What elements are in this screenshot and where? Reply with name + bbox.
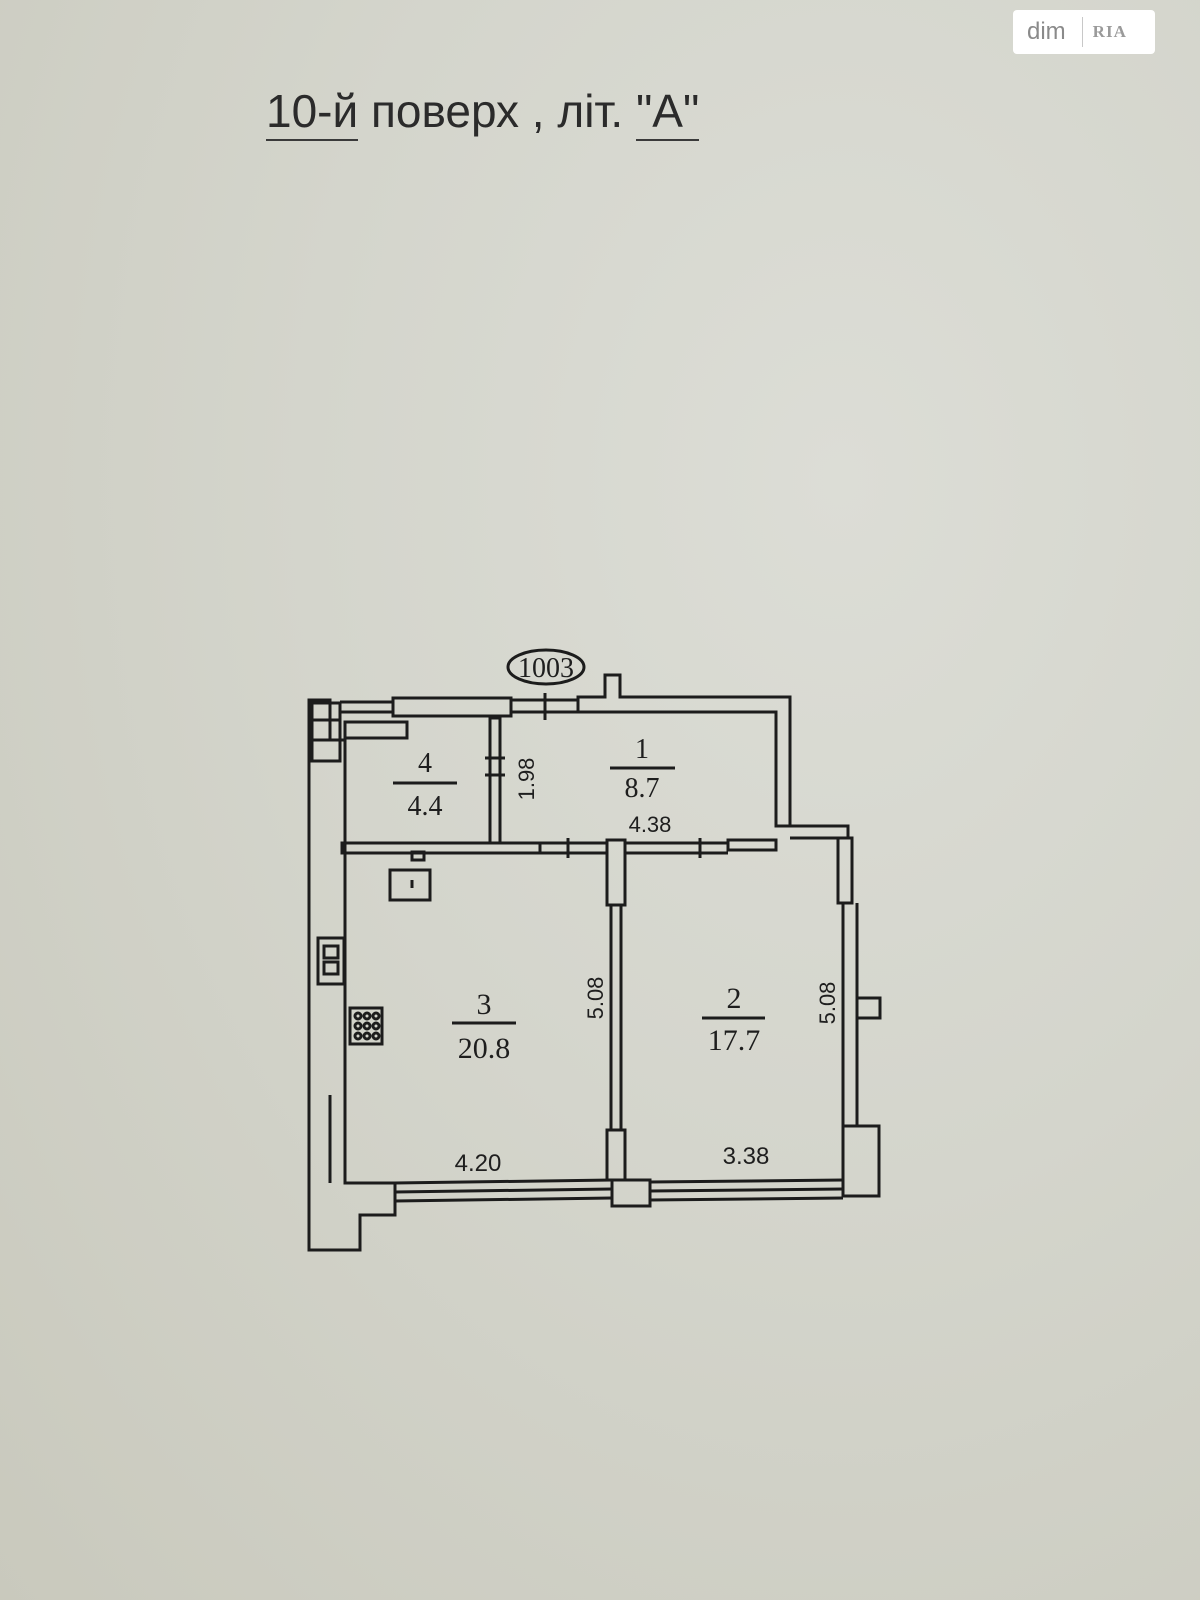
- window-room2: [649, 1178, 844, 1184]
- outer-wall-top-right: [576, 673, 792, 828]
- watermark-dim-text: dim: [1027, 18, 1066, 45]
- dimension-room2-width: 3.38: [723, 1143, 770, 1170]
- dimension-room3-length: 5.08: [583, 977, 608, 1020]
- room-2-area: 17.7: [708, 1024, 761, 1057]
- room-4-number: 4: [418, 748, 432, 779]
- apartment-number: 1003: [518, 653, 574, 684]
- watermark-ria-logo: RIA: [1092, 22, 1127, 41]
- room-2-number: 2: [727, 982, 742, 1015]
- dimension-corridor: 4.38: [629, 812, 672, 837]
- storage-top-wall: [343, 720, 409, 740]
- room-4-area: 4.4: [408, 791, 443, 822]
- dimria-watermark: dim RIA: [1013, 10, 1155, 54]
- ventilation-shaft-icon: [316, 936, 346, 986]
- room-divider-wall: [605, 838, 627, 907]
- stove-icon: [348, 1006, 384, 1046]
- dimension-room3-width: 4.20: [455, 1150, 502, 1177]
- floor-number: 10-й: [266, 85, 359, 141]
- kitchen-partition: [340, 841, 542, 855]
- dimension-storage: 1.98: [514, 758, 539, 801]
- room-3-number: 3: [477, 988, 492, 1021]
- apartment-number-badge: [506, 648, 586, 686]
- dimension-room2-length: 5.08: [815, 982, 840, 1025]
- outer-wall-left: [307, 698, 397, 1252]
- room-3-area: 20.8: [458, 1032, 511, 1065]
- outer-wall-right: [836, 836, 854, 905]
- watermark-divider: [1081, 17, 1083, 47]
- building-letter: "А": [635, 85, 700, 141]
- room-1-number: 1: [635, 734, 649, 765]
- wall-column: [310, 701, 342, 763]
- sink-icon: [388, 850, 432, 902]
- outer-wall-top-left: [391, 696, 513, 718]
- heading-text: поверх , літ.: [358, 85, 636, 137]
- floor-heading: 10-й поверх , літ. "А": [266, 84, 700, 141]
- storage-partition: [488, 716, 502, 845]
- window-room3: [394, 1178, 613, 1185]
- room-1-area: 8.7: [625, 773, 660, 804]
